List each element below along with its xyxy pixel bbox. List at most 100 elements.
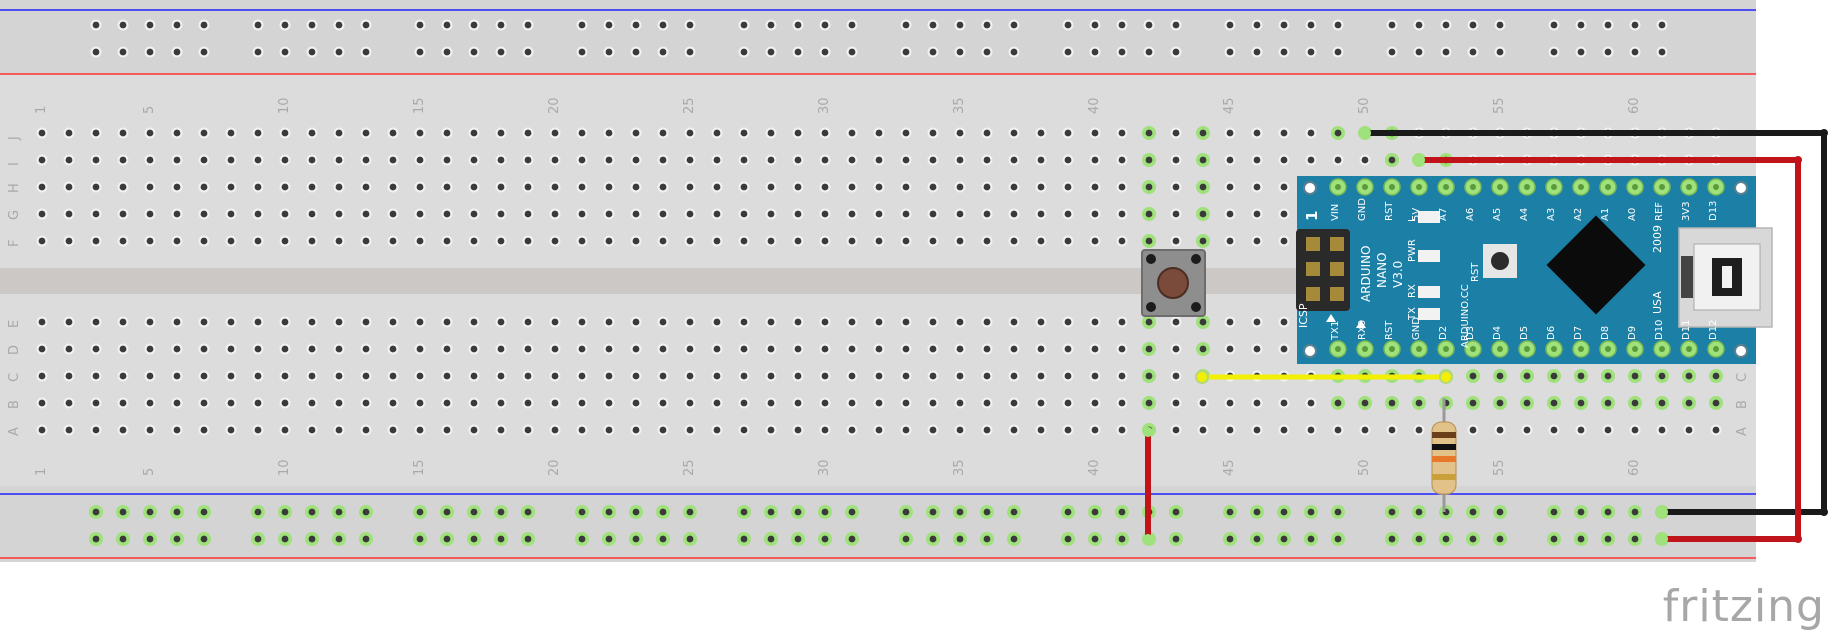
breadboard-hole[interactable] xyxy=(1334,426,1342,434)
breadboard-hole[interactable] xyxy=(1118,345,1126,353)
breadboard-hole[interactable] xyxy=(1604,426,1612,434)
breadboard-hole[interactable] xyxy=(416,372,424,380)
breadboard-hole[interactable] xyxy=(308,535,316,543)
breadboard-hole[interactable] xyxy=(1253,318,1261,326)
breadboard-hole[interactable] xyxy=(659,345,667,353)
breadboard-hole[interactable] xyxy=(146,156,154,164)
usb-connector[interactable] xyxy=(1678,227,1773,328)
breadboard-hole[interactable] xyxy=(38,399,46,407)
breadboard-hole[interactable] xyxy=(632,535,640,543)
breadboard-hole[interactable] xyxy=(1145,345,1153,353)
breadboard-hole[interactable] xyxy=(1415,426,1423,434)
breadboard-hole[interactable] xyxy=(686,318,694,326)
breadboard-hole[interactable] xyxy=(632,318,640,326)
breadboard-hole[interactable] xyxy=(1388,399,1396,407)
breadboard-hole[interactable] xyxy=(362,535,370,543)
breadboard-hole[interactable] xyxy=(443,21,451,29)
breadboard-hole[interactable] xyxy=(1064,508,1072,516)
breadboard-hole[interactable] xyxy=(1064,318,1072,326)
breadboard-hole[interactable] xyxy=(1091,318,1099,326)
breadboard-hole[interactable] xyxy=(1388,535,1396,543)
breadboard-hole[interactable] xyxy=(794,372,802,380)
breadboard-hole[interactable] xyxy=(1253,426,1261,434)
breadboard-hole[interactable] xyxy=(1037,210,1045,218)
breadboard-hole[interactable] xyxy=(902,210,910,218)
breadboard-hole[interactable] xyxy=(848,156,856,164)
breadboard-hole[interactable] xyxy=(1010,345,1018,353)
breadboard-hole[interactable] xyxy=(1685,372,1693,380)
breadboard-hole[interactable] xyxy=(470,183,478,191)
breadboard-hole[interactable] xyxy=(956,318,964,326)
breadboard-hole[interactable] xyxy=(416,48,424,56)
breadboard-hole[interactable] xyxy=(848,318,856,326)
breadboard-hole[interactable] xyxy=(1307,399,1315,407)
breadboard-hole[interactable] xyxy=(767,399,775,407)
breadboard-hole[interactable] xyxy=(65,318,73,326)
breadboard-hole[interactable] xyxy=(1415,21,1423,29)
breadboard-hole[interactable] xyxy=(119,183,127,191)
breadboard-hole[interactable] xyxy=(1118,237,1126,245)
breadboard-hole[interactable] xyxy=(902,129,910,137)
breadboard-hole[interactable] xyxy=(443,48,451,56)
breadboard-hole[interactable] xyxy=(200,237,208,245)
breadboard-hole[interactable] xyxy=(1226,237,1234,245)
breadboard-hole[interactable] xyxy=(740,345,748,353)
breadboard-hole[interactable] xyxy=(1712,399,1720,407)
breadboard-hole[interactable] xyxy=(1550,426,1558,434)
breadboard-hole[interactable] xyxy=(470,426,478,434)
breadboard-hole[interactable] xyxy=(1388,21,1396,29)
breadboard-hole[interactable] xyxy=(605,183,613,191)
breadboard-hole[interactable] xyxy=(308,345,316,353)
breadboard-hole[interactable] xyxy=(1631,426,1639,434)
breadboard-hole[interactable] xyxy=(875,372,883,380)
breadboard-hole[interactable] xyxy=(929,318,937,326)
breadboard-hole[interactable] xyxy=(1577,399,1585,407)
breadboard-hole[interactable] xyxy=(1037,426,1045,434)
breadboard-hole[interactable] xyxy=(65,345,73,353)
breadboard-hole[interactable] xyxy=(389,183,397,191)
breadboard-hole[interactable] xyxy=(983,21,991,29)
breadboard-hole[interactable] xyxy=(659,372,667,380)
breadboard-hole[interactable] xyxy=(1145,237,1153,245)
breadboard-hole[interactable] xyxy=(200,345,208,353)
breadboard-hole[interactable] xyxy=(497,237,505,245)
breadboard-hole[interactable] xyxy=(389,237,397,245)
breadboard-hole[interactable] xyxy=(1658,372,1666,380)
breadboard-hole[interactable] xyxy=(173,345,181,353)
breadboard-hole[interactable] xyxy=(362,156,370,164)
breadboard-hole[interactable] xyxy=(65,399,73,407)
breadboard-hole[interactable] xyxy=(92,129,100,137)
breadboard-hole[interactable] xyxy=(200,508,208,516)
breadboard-hole[interactable] xyxy=(38,345,46,353)
breadboard-hole[interactable] xyxy=(524,21,532,29)
breadboard-hole[interactable] xyxy=(578,210,586,218)
breadboard-hole[interactable] xyxy=(659,129,667,137)
breadboard-hole[interactable] xyxy=(38,129,46,137)
breadboard-hole[interactable] xyxy=(416,535,424,543)
breadboard-hole[interactable] xyxy=(362,210,370,218)
breadboard-hole[interactable] xyxy=(956,210,964,218)
breadboard-hole[interactable] xyxy=(848,21,856,29)
breadboard-hole[interactable] xyxy=(1631,21,1639,29)
breadboard-hole[interactable] xyxy=(659,318,667,326)
breadboard-hole[interactable] xyxy=(1280,48,1288,56)
breadboard-hole[interactable] xyxy=(902,156,910,164)
breadboard-hole[interactable] xyxy=(1631,399,1639,407)
breadboard-hole[interactable] xyxy=(1307,426,1315,434)
breadboard-hole[interactable] xyxy=(1334,129,1342,137)
breadboard-hole[interactable] xyxy=(767,210,775,218)
breadboard-hole[interactable] xyxy=(740,535,748,543)
breadboard-hole[interactable] xyxy=(38,183,46,191)
breadboard-hole[interactable] xyxy=(686,21,694,29)
breadboard-hole[interactable] xyxy=(443,345,451,353)
breadboard-hole[interactable] xyxy=(1199,183,1207,191)
breadboard-hole[interactable] xyxy=(551,237,559,245)
breadboard-hole[interactable] xyxy=(632,345,640,353)
breadboard-hole[interactable] xyxy=(443,535,451,543)
breadboard-hole[interactable] xyxy=(1496,48,1504,56)
breadboard-hole[interactable] xyxy=(65,426,73,434)
breadboard-hole[interactable] xyxy=(1577,426,1585,434)
breadboard-hole[interactable] xyxy=(362,318,370,326)
breadboard-hole[interactable] xyxy=(443,426,451,434)
breadboard-hole[interactable] xyxy=(1388,508,1396,516)
